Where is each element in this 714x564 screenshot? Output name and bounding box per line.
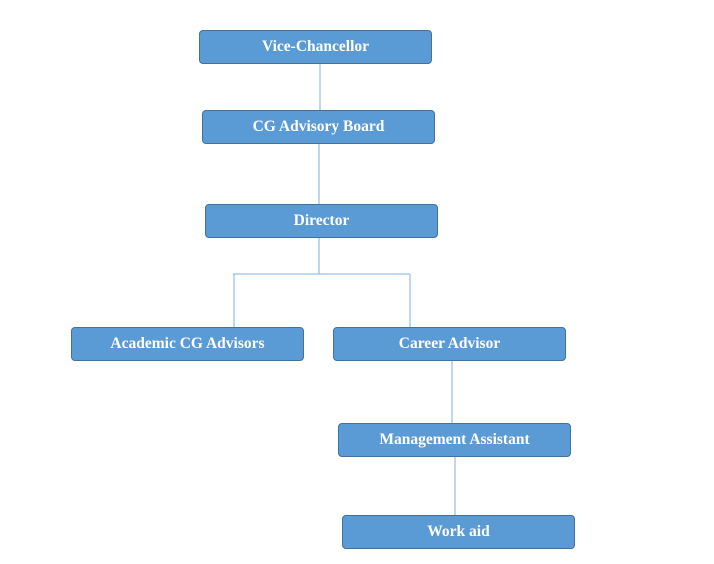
node-work-aid: Work aid	[342, 515, 575, 549]
node-career-advisor: Career Advisor	[333, 327, 566, 361]
node-vice-chancellor: Vice-Chancellor	[199, 30, 432, 64]
node-academic-cg-advisors: Academic CG Advisors	[71, 327, 304, 361]
node-director: Director	[205, 204, 438, 238]
node-management-assistant: Management Assistant	[338, 423, 571, 457]
node-cg-advisory-board: CG Advisory Board	[202, 110, 435, 144]
